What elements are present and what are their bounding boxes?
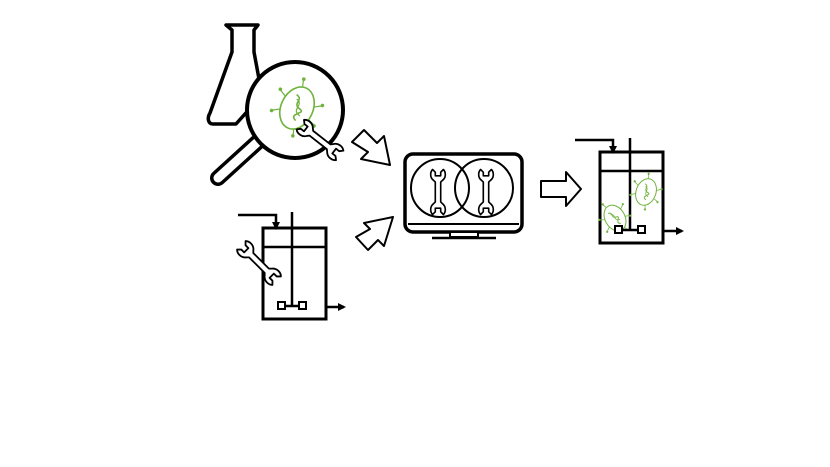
- optimized-bioprocess: [575, 138, 684, 245]
- bioreactor-icon: [238, 212, 346, 321]
- process-engineering: [234, 212, 346, 321]
- arrow-process-to-model: [355, 216, 394, 251]
- monitor-icon: [403, 152, 524, 240]
- computational-model: [403, 152, 524, 240]
- lab-microbe-engineering: [206, 23, 346, 186]
- arrow-lab-to-model: [351, 129, 391, 166]
- impeller: [614, 225, 684, 235]
- arrow-model-to-output: [540, 171, 582, 207]
